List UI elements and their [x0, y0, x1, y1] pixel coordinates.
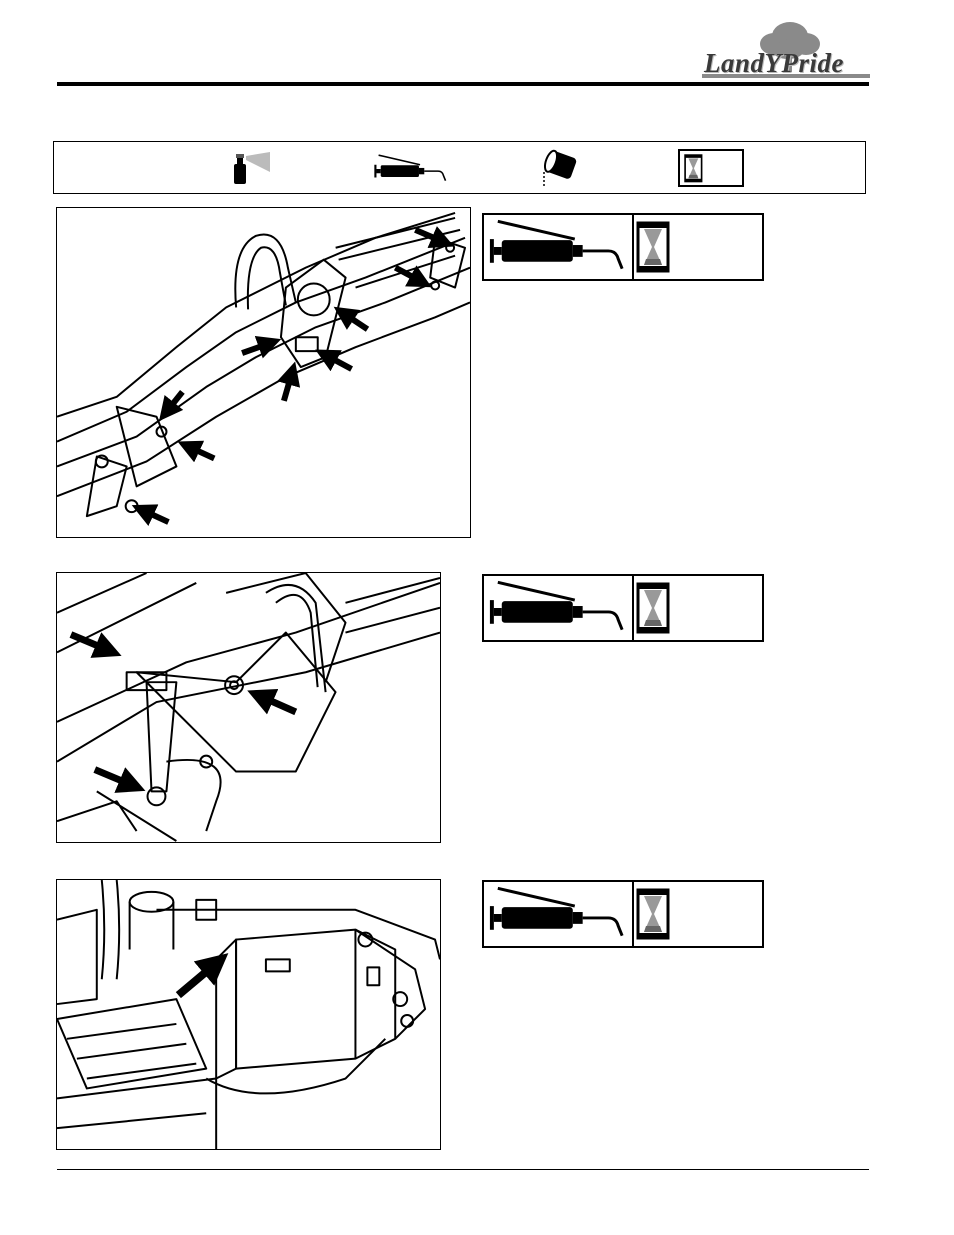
callout-arrow [143, 510, 169, 522]
hourglass-icon [636, 221, 670, 273]
callout-arrow [326, 355, 352, 369]
callout-arrow [178, 963, 216, 995]
callout-arrow [95, 770, 133, 786]
figure-loader-arm-upper-pivots [56, 207, 471, 538]
interval-box-2 [482, 574, 764, 642]
callout-arrow [344, 313, 368, 329]
logo-text: LandYPride [704, 48, 844, 79]
oil-can-icon [540, 148, 582, 188]
hourglass-icon [678, 149, 744, 187]
figure-mount-bracket-pivot [56, 879, 441, 1150]
grease-gun-icon [484, 882, 634, 946]
landpride-logo: LandYPride [698, 18, 874, 88]
hourglass-icon [636, 582, 670, 634]
grease-gun-icon [484, 215, 634, 279]
header-rule [57, 82, 869, 86]
hourglass-icon [636, 888, 670, 940]
callout-arrow [188, 447, 214, 459]
callout-arrow [260, 696, 296, 712]
grease-gun-icon [484, 576, 634, 640]
interval-box-3 [482, 880, 764, 948]
footer-rule [57, 1169, 869, 1170]
interval-box-1 [482, 213, 764, 281]
grease-gun-icon [366, 152, 456, 186]
spray-can-icon [230, 152, 274, 186]
figure-bucket-link-pivots [56, 572, 441, 843]
lubrication-legend [53, 141, 866, 194]
